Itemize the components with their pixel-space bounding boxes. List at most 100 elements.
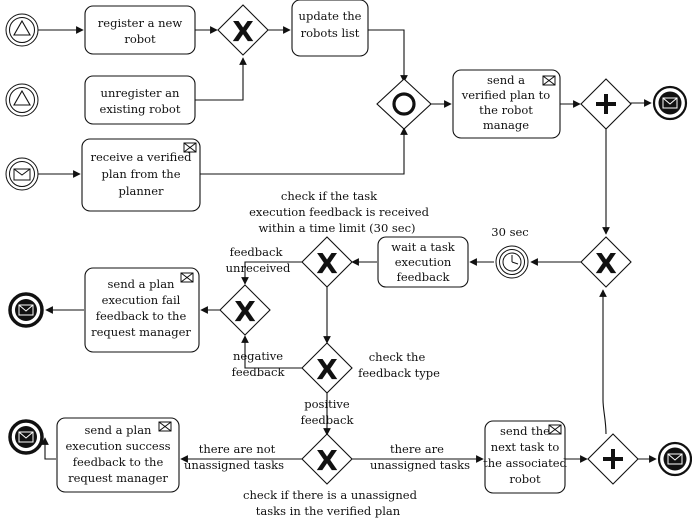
no-unassigned-line-1: there are not [199, 442, 276, 456]
envelope-icon [18, 431, 34, 443]
positive-feedback-line-2: feedback [301, 413, 355, 427]
task-wait-line-3: feedback [397, 270, 451, 284]
gateway-xor-right: X [580, 236, 632, 288]
gateway-xor-unassigned: X [301, 433, 353, 485]
task-send-next-task: send the next task to the associated rob… [483, 420, 568, 494]
task-send-plan-line-3: the robot [479, 103, 533, 117]
task-receive-plan-line-1: receive a verified [90, 150, 192, 164]
svg-text:X: X [234, 295, 256, 328]
task-send-fail-feedback: send a plan execution fail feedback to t… [84, 267, 200, 353]
task-register-robot: register a new robot [84, 5, 196, 55]
end-event-message-success [8, 419, 44, 455]
svg-text:X: X [316, 247, 338, 280]
unassigned-line-1: there are [390, 442, 444, 456]
timer-note-line-1: check if the task [281, 189, 378, 203]
task-fail-line-1: send a plan [108, 277, 176, 291]
envelope-icon [662, 97, 678, 109]
gateway-or-merge [376, 78, 432, 130]
envelope-icon [667, 453, 683, 465]
task-send-success-feedback: send a plan execution success feedback t… [56, 417, 180, 493]
label-timer: 30 sec [491, 225, 528, 239]
triangle-icon [13, 89, 31, 106]
task-success-line-4: request manager [68, 471, 168, 485]
gateway-xor-merge-top: X [217, 4, 269, 56]
svg-text:X: X [595, 247, 617, 280]
task-unregister-robot-line-1: unregister an [101, 86, 180, 100]
task-register-robot-line-2: robot [124, 32, 156, 46]
end-event-message-top [652, 85, 688, 121]
task-next-line-3: the associated [483, 456, 567, 470]
task-success-line-2: execution success [65, 439, 170, 453]
task-next-line-2: next task to [491, 440, 560, 454]
task-update-line-2: robots list [301, 26, 360, 40]
negative-feedback-line-2: feedback [232, 365, 286, 379]
label-no-unassigned-tasks: there are not unassigned tasks [184, 442, 284, 472]
start-event-unregister [5, 83, 39, 117]
task-register-robot-line-1: register a new [98, 16, 183, 30]
message-icon [158, 421, 172, 432]
triangle-icon [13, 19, 31, 36]
gateway-parallel-bottom [587, 433, 639, 485]
task-receive-plan-line-3: planner [118, 184, 164, 198]
gateway-parallel-top [580, 78, 632, 130]
check-unassigned-line-1: check if there is a unassigned [243, 488, 418, 502]
label-positive-feedback: positive feedback [301, 397, 355, 427]
task-send-verified-plan: send a verified plan to the robot manage [452, 69, 561, 139]
svg-text:X: X [316, 444, 338, 477]
check-unassigned-line-2: tasks in the verified plan [256, 504, 401, 518]
task-fail-line-4: request manager [91, 325, 191, 339]
label-unassigned-tasks: there are unassigned tasks [370, 442, 470, 472]
svg-text:X: X [232, 15, 254, 48]
positive-feedback-line-1: positive [304, 397, 350, 411]
label-check-unassigned: check if there is a unassigned tasks in … [243, 488, 418, 518]
label-negative-feedback: negative feedback [232, 349, 286, 379]
label-timer-note: check if the task execution feedback is … [249, 189, 430, 235]
check-type-line-2: feedback type [358, 366, 440, 380]
clock-icon [502, 252, 522, 272]
task-update-robots-list: update the robots list [291, 0, 369, 57]
end-event-message-bottom [657, 441, 692, 477]
task-wait-line-1: wait a task [391, 240, 456, 254]
svg-text:X: X [316, 353, 338, 386]
task-success-line-3: feedback to the [73, 455, 164, 469]
task-receive-plan-line-2: plan from the [101, 167, 180, 181]
message-icon [183, 142, 197, 153]
gateway-xor-fail-merge: X [219, 284, 271, 336]
feedback-unreceived-line-1: feedback [230, 245, 284, 259]
check-type-line-1: check the [369, 350, 426, 364]
task-next-line-1: send the [500, 424, 550, 438]
envelope-icon [13, 168, 31, 181]
task-send-plan-line-2: verified plan to [461, 88, 551, 102]
sequence-flows [38, 26, 657, 463]
task-wait-feedback: wait a task execution feedback [377, 236, 469, 288]
gateway-xor-timer: X [301, 236, 353, 288]
task-wait-line-2: execution [395, 255, 452, 269]
start-event-message [5, 157, 39, 191]
envelope-icon [18, 304, 34, 316]
negative-feedback-line-1: negative [233, 349, 283, 363]
task-success-line-1: send a plan [85, 423, 153, 437]
timer-note-line-2: execution feedback is received [249, 205, 430, 219]
task-fail-line-2: execution fail [102, 293, 181, 307]
message-icon [180, 272, 194, 283]
feedback-unreceived-line-2: unreceived [226, 261, 291, 275]
end-event-message-fail [8, 292, 44, 328]
task-unregister-robot-line-2: existing robot [100, 102, 181, 116]
task-send-plan-line-1: send a [487, 73, 525, 87]
timer-event [495, 245, 529, 279]
task-fail-line-3: feedback to the [96, 309, 187, 323]
task-send-plan-line-4: manage [483, 118, 529, 132]
task-receive-plan: receive a verified plan from the planner [81, 138, 201, 212]
message-icon [548, 424, 562, 435]
task-unregister-robot: unregister an existing robot [84, 75, 196, 125]
gateway-xor-feedback-type: X [301, 342, 353, 394]
label-feedback-unreceived: feedback unreceived [226, 245, 291, 275]
message-icon [542, 75, 556, 86]
start-event-register [5, 13, 39, 47]
no-unassigned-line-2: unassigned tasks [184, 458, 284, 472]
unassigned-line-2: unassigned tasks [370, 458, 470, 472]
timer-note-line-3: within a time limit (30 sec) [258, 221, 415, 235]
task-next-line-4: robot [509, 472, 541, 486]
label-check-feedback-type: check the feedback type [358, 350, 440, 380]
